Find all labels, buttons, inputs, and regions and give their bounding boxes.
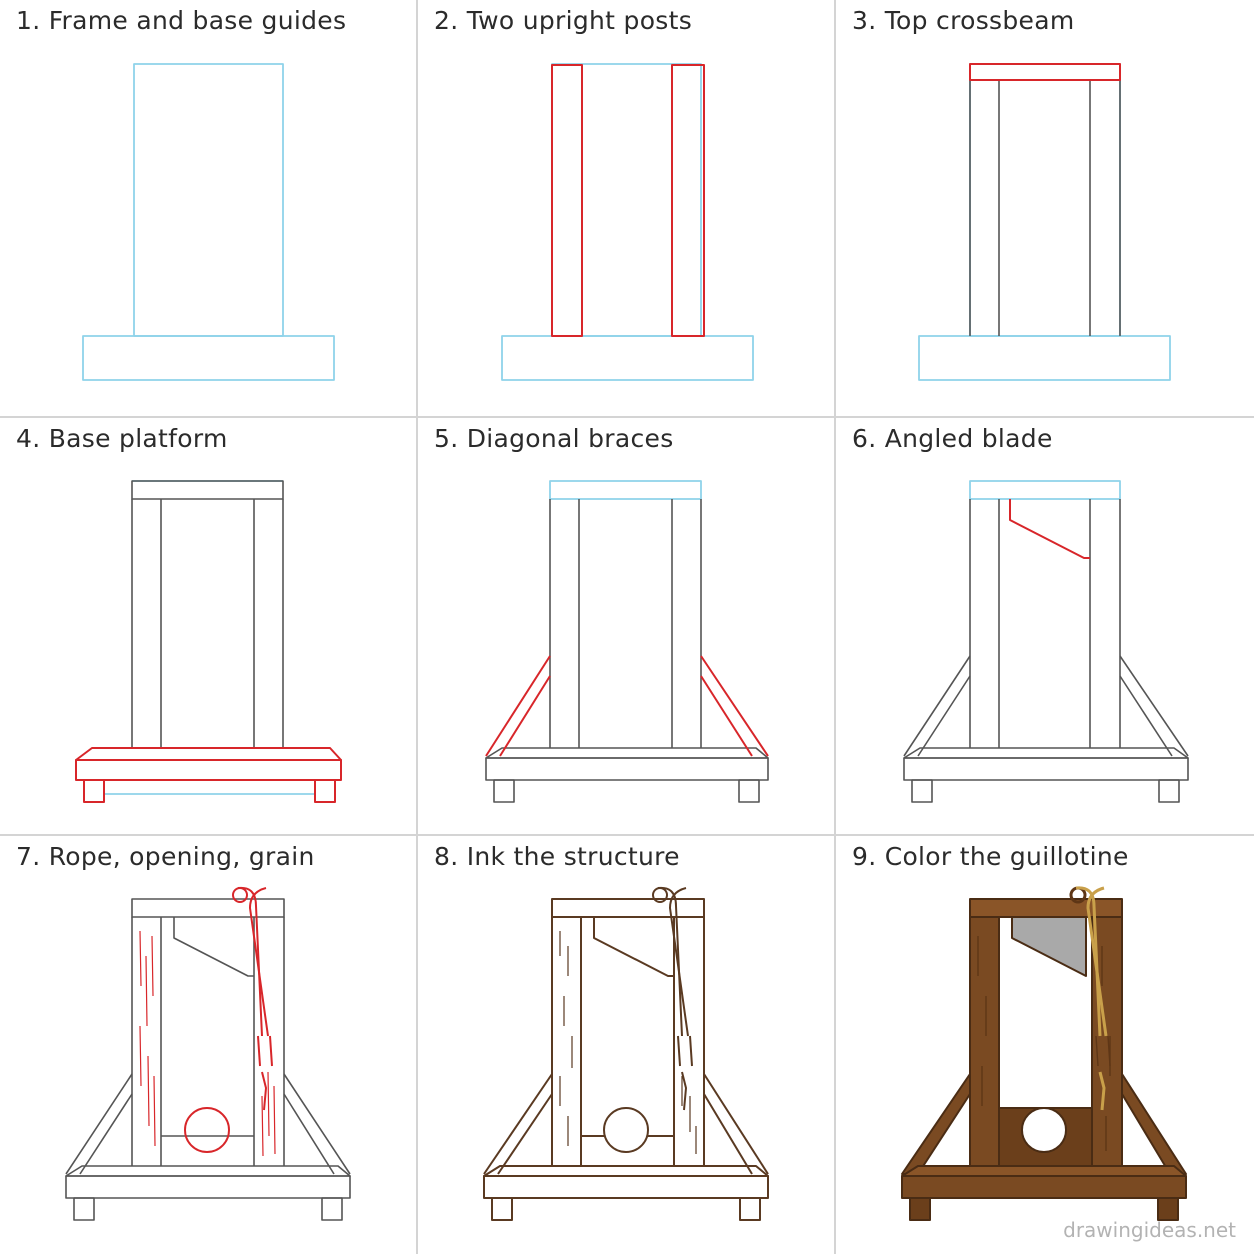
step-panel-2: 2. Two upright posts bbox=[418, 0, 835, 417]
divider-vertical-2 bbox=[834, 0, 836, 1254]
step-4-drawing bbox=[75, 480, 342, 803]
divider-horizontal-2 bbox=[0, 834, 1254, 836]
divider-horizontal-1 bbox=[0, 416, 1254, 418]
step-panel-6: 6. Angled blade bbox=[836, 418, 1253, 835]
step-caption: 5. Diagonal braces bbox=[434, 424, 674, 453]
step-2-drawing bbox=[501, 63, 754, 381]
step-7-drawing bbox=[65, 886, 351, 1221]
step-caption: 4. Base platform bbox=[16, 424, 228, 453]
step-caption: 2. Two upright posts bbox=[434, 6, 693, 35]
step-caption: 7. Rope, opening, grain bbox=[16, 842, 315, 871]
step-caption: 3. Top crossbeam bbox=[852, 6, 1075, 35]
step-caption: 8. Ink the structure bbox=[434, 842, 680, 871]
step-6-drawing bbox=[903, 480, 1189, 803]
step-panel-9: 9. Color the guillotine bbox=[836, 836, 1253, 1253]
step-caption: 9. Color the guillotine bbox=[852, 842, 1129, 871]
divider-vertical-1 bbox=[416, 0, 418, 1254]
step-8-drawing bbox=[483, 886, 769, 1221]
step-5-drawing bbox=[485, 480, 769, 803]
step-9-drawing bbox=[901, 886, 1187, 1221]
watermark: drawingideas.net bbox=[1063, 1218, 1236, 1242]
step-1-drawing bbox=[82, 63, 335, 381]
step-caption: 6. Angled blade bbox=[852, 424, 1053, 453]
step-panel-5: 5. Diagonal braces bbox=[418, 418, 835, 835]
step-panel-3: 3. Top crossbeam bbox=[836, 0, 1253, 417]
step-panel-8: 8. Ink the structure bbox=[418, 836, 835, 1253]
step-panel-4: 4. Base platform bbox=[0, 418, 417, 835]
step-panel-7: 7. Rope, opening, grain bbox=[0, 836, 417, 1253]
step-3-drawing bbox=[918, 63, 1171, 381]
step-panel-1: 1. Frame and base guides bbox=[0, 0, 417, 417]
step-caption: 1. Frame and base guides bbox=[16, 6, 347, 35]
